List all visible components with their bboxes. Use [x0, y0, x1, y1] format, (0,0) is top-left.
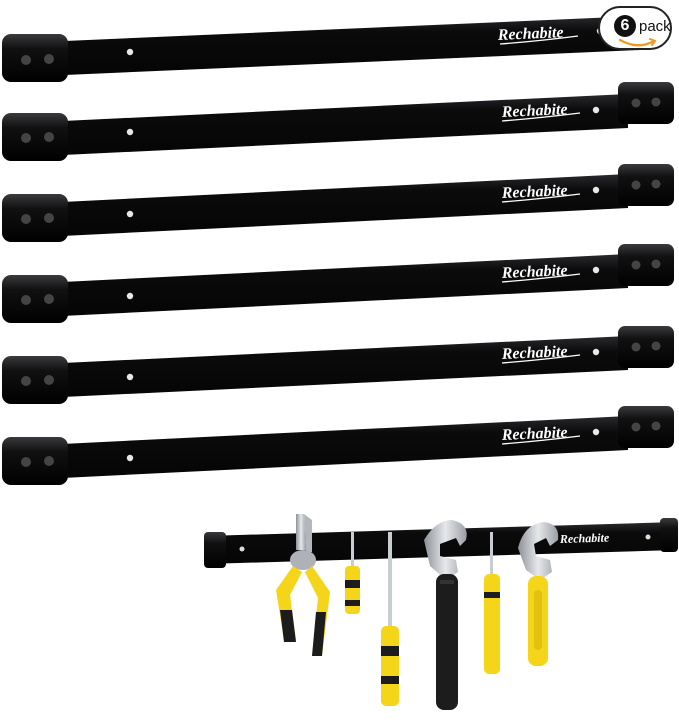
- magnetic-bar-1: Rechabite: [2, 16, 640, 82]
- long-screwdriver-tool: [381, 532, 399, 706]
- bar-with-tools: Rechabite: [204, 514, 678, 710]
- pack-word: pack: [639, 17, 671, 35]
- magnetic-bar-2: Rechabite: [2, 82, 674, 161]
- magnetic-bar-3: Rechabite: [2, 164, 674, 242]
- amazon-smile-icon: [618, 38, 657, 47]
- magnetic-bar-5: Rechabite: [2, 326, 674, 404]
- brand-logo: Rechabite: [559, 530, 610, 546]
- adjustable-wrench-small-tool: [518, 522, 559, 666]
- small-screwdriver-tool: [345, 532, 360, 614]
- adjustable-wrench-large-tool: [424, 520, 467, 710]
- pliers-tool: [276, 514, 330, 656]
- pack-count: 6: [614, 15, 636, 37]
- magnetic-bar-4: Rechabite: [2, 244, 674, 323]
- magnetic-bar-6: Rechabite: [2, 406, 674, 485]
- screwdriver-yellow-tool: [484, 532, 500, 674]
